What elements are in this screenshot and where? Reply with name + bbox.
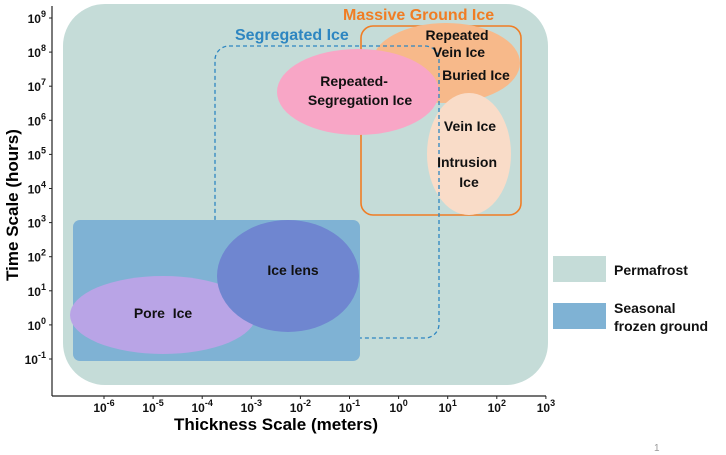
x-tick-label: 103	[537, 398, 555, 415]
y-tick-label: 10-1	[25, 350, 46, 367]
y-tick-label: 103	[28, 214, 46, 231]
legend-swatch-permafrost	[553, 256, 606, 282]
legend-swatch-seasonal	[553, 303, 606, 329]
segregated-ice-boundary	[214, 45, 440, 339]
x-tick-label: 10-6	[93, 398, 114, 415]
ice-lens-region	[217, 220, 359, 332]
x-tick-label: 100	[389, 398, 407, 415]
y-axis-ticks: 109 108 107 106 105 104 103 102 101 100 10-1	[25, 9, 52, 367]
x-tick-label: 10-2	[290, 398, 311, 415]
segregated-ice-title: Segregated Ice	[235, 27, 349, 44]
y-tick-label: 100	[28, 316, 46, 333]
page-number: 1	[654, 443, 660, 454]
legend-label-permafrost: Permafrost	[614, 262, 688, 278]
y-tick-label: 104	[28, 180, 46, 197]
y-tick-label: 108	[28, 43, 46, 60]
repeated-segregation-ice-region	[277, 49, 439, 135]
x-tick-label: 10-4	[192, 398, 213, 415]
legend: Permafrost Seasonal frozen ground	[553, 256, 708, 334]
y-tick-label: 101	[28, 282, 46, 299]
x-tick-label: 10-3	[241, 398, 262, 415]
y-tick-label: 105	[28, 145, 46, 162]
y-tick-label: 109	[28, 9, 46, 26]
repeated-segregation-ice-label: Repeated- Segregation Ice	[308, 73, 412, 108]
y-tick-label: 107	[28, 77, 46, 94]
legend-label-seasonal: Seasonal frozen ground	[614, 300, 708, 334]
x-axis-ticks: 10-6 10-5 10-4 10-3 10-2 10-1 100 101 102 103	[93, 396, 555, 415]
pore-ice-label: Pore Ice	[134, 305, 193, 321]
ice-lens-label: Ice lens	[267, 262, 319, 278]
vein-intrusion-ice-region	[427, 93, 511, 215]
y-tick-label: 106	[28, 111, 46, 128]
x-tick-label: 101	[439, 398, 457, 415]
x-tick-label: 10-5	[142, 398, 163, 415]
x-tick-label: 102	[488, 398, 506, 415]
massive-ground-ice-title: Massive Ground Ice	[343, 7, 494, 24]
x-axis-title: Thickness Scale (meters)	[174, 415, 378, 434]
y-tick-label: 102	[28, 248, 46, 265]
repeated-vein-ice-label: Repeated Vein Ice	[426, 27, 493, 60]
pore-ice-region	[70, 276, 256, 354]
x-tick-label: 10-1	[339, 398, 360, 415]
buried-ice-label: Buried Ice	[442, 67, 510, 83]
intrusion-ice-label: Intrusion Ice	[437, 154, 501, 190]
y-axis-title: Time Scale (hours)	[3, 129, 22, 281]
vein-ice-label: Vein Ice	[444, 118, 496, 134]
